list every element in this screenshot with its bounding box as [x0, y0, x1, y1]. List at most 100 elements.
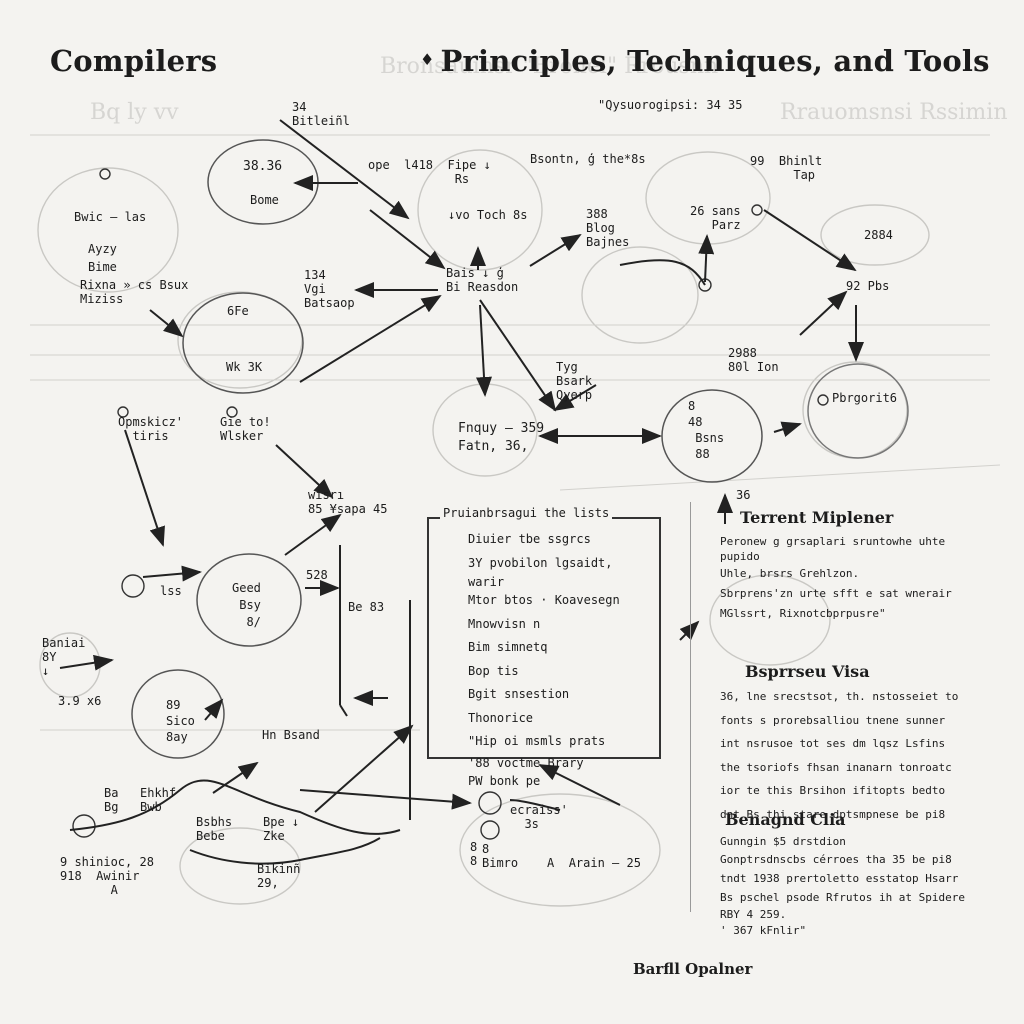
- panel-heading: Terrent Miplener: [740, 508, 894, 527]
- panel-text: Gunngin $5 drstdion Gonptrsdnscbs cérroe…: [720, 833, 1010, 939]
- panel-line: Sbrprens'zn urte sfft e sat wnerair: [720, 587, 952, 600]
- notes-line: Bgit snsestion: [468, 687, 570, 701]
- faint-bleed-text-1: Bq ly vv: [90, 100, 179, 125]
- node-label-40: 9 shinioc, 28 918 Awinir A: [60, 855, 154, 897]
- node-label-31: Be 83: [348, 600, 385, 614]
- node-label-16: 6Fe: [227, 304, 249, 318]
- panel-line: pupido: [720, 550, 760, 563]
- panel-heading: Bsprrseu Visa: [745, 662, 870, 681]
- panel-section-benagnd: Benagnd Clia Gunngin $5 drstdion Gonptrs…: [720, 810, 1010, 939]
- node-label-44: 8 Bimro A Arain – 25: [482, 842, 641, 870]
- panel-text: Peronew g grsaplari sruntowhe uhte pupid…: [720, 534, 1010, 624]
- node-label-6: Rixna » cs Bsux Miziss: [80, 278, 189, 306]
- node-label-35: Hn Bsand: [262, 728, 320, 742]
- node-label-20: Tyg Bsark Qyerp: [556, 360, 593, 402]
- panel-line: dnt Bs thi stare dptsmpnese be pi8: [720, 807, 946, 821]
- node-label-39: Bsbhs Bebe: [196, 815, 233, 843]
- node-label-38: Bpe ↓ Zke: [263, 815, 300, 843]
- title-left: Compilers: [50, 44, 218, 78]
- notes-line: Bop tis: [468, 663, 519, 678]
- panel-line: int nsrusoe tot ses dm lqsz Lsfins: [720, 737, 946, 750]
- notes-box-title: Pruianbrsagui the lists: [440, 506, 613, 520]
- node-label-41: Bikinñ 29,: [257, 862, 301, 890]
- node-label-18: Wk 3K: [226, 360, 263, 374]
- node-label-3: Bome: [250, 193, 279, 207]
- node-label-24: Fnquy – 359 Fatn, 36,: [458, 421, 545, 454]
- node-label-15: Bais ↓ ģ Bi Reasdon: [446, 266, 519, 294]
- node-label-28: Geed Bsy 8/: [232, 581, 261, 629]
- panel-line: MGlssrt, Rixnotcbprpusre": [720, 607, 886, 620]
- node-label-37: Ehkhf Bwb: [140, 786, 177, 814]
- node-label-12: 26 sans Parz: [690, 204, 741, 232]
- node-label-36: Ba Bg: [104, 786, 119, 814]
- notes-line: warir: [468, 575, 505, 589]
- panel-line: Bs pschel psode Rfrutos ih at Spidere: [720, 891, 966, 904]
- notes-line: PW bonk pe: [468, 773, 541, 788]
- connector-lines: [69, 259, 706, 865]
- node-label-30: 528: [306, 568, 328, 582]
- diamond-bullet-icon: ♦: [420, 50, 435, 69]
- notes-line: '88 voctme Brary: [468, 755, 584, 770]
- node-label-7: ope l418 Fipe ↓ Rs: [368, 158, 491, 186]
- panel-line: the tsoriofs fhsan inanarn tonroatc: [720, 760, 952, 774]
- panel-line: Gunngin $5 drstdion: [720, 835, 846, 848]
- node-label-1: 34 Bitleiñl: [292, 100, 350, 128]
- notes-line: Mnowvisn n: [468, 616, 541, 631]
- notes-line: Thonorice: [468, 710, 534, 725]
- panel-line: Uhle, brsrs Grehlzon.: [720, 567, 860, 580]
- node-label-9: 99 Bhinlt Tap: [750, 154, 823, 182]
- node-label-8: Bsontn, ģ the*8s: [530, 152, 646, 166]
- panel-line: ' 367 kFnlir": [720, 924, 807, 937]
- subtitle: "Qysuorogipsi: 34 35: [598, 98, 743, 112]
- panel-line: fonts s prorebsalliou tnene sunner: [720, 713, 946, 727]
- node-label-4: Bwic – las: [74, 210, 147, 224]
- panel-line: tndt 1938 prertoletto esstatop Hsarr: [720, 872, 959, 885]
- node-label-21: Opmskicz' tiris: [118, 415, 184, 443]
- node-label-34: 89 Sico 8ay: [166, 698, 195, 744]
- flow-arrows: [59, 119, 864, 813]
- node-label-17: 92 Pbs: [846, 279, 890, 293]
- node-label-22: Gie to! Wlsker: [220, 415, 271, 443]
- panel-section-terrent: Terrent Miplener Peronew g grsaplari sru…: [720, 508, 1010, 624]
- panel-line: ior te this Brsihon ifitopts bedto: [720, 784, 946, 797]
- title-right-text: Principles, Techniques, and Tools: [440, 44, 990, 78]
- panel-line: Peronew g grsaplari sruntowhe uhte: [720, 535, 946, 548]
- faint-bleed-text-2: Bronsauinsr "Bronel" Rrousnn: [380, 54, 719, 79]
- panel-line: RBY 4 259.: [720, 908, 787, 921]
- faint-bleed-text-3: Rrauomsnsi Rssimin: [780, 100, 1008, 125]
- node-label-33: 3.9 x6: [58, 694, 102, 708]
- panel-heading: Benagnd Clia: [725, 810, 846, 829]
- node-label-23: Pbrgorit6: [832, 391, 898, 405]
- node-label-43: ecraiss' 3s: [510, 803, 568, 831]
- author-signature: Barfll Opalner: [633, 960, 753, 978]
- node-label-32: Baniai 8Y ↓: [42, 636, 86, 678]
- notes-line: "Hip oi msmls prats: [468, 734, 606, 748]
- notes-line: 3Y pvobilon lgsaidt,: [468, 555, 613, 570]
- node-label-29: lss: [160, 584, 182, 598]
- notes-box-lines: Diuier tbe ssgrcs 3Y pvobilon lgsaidt, w…: [468, 528, 620, 790]
- node-label-11: 388 Blog Bajnes: [586, 207, 630, 249]
- notes-line: Mtor btos · Koavesegn: [468, 593, 620, 607]
- small-node-rings: [72, 168, 829, 840]
- notes-line: Diuier tbe ssgrcs: [468, 532, 591, 546]
- panel-line: 36, lne srecstsot, th. nstosseiet to: [720, 690, 959, 703]
- node-label-26: wisrı 85 ¥sapa 45: [308, 488, 388, 516]
- panel-section-bsprrseu: Bsprrseu Visa 36, lne srecstsot, th. nst…: [720, 662, 1010, 826]
- panel-text: 36, lne srecstsot, th. nstosseiet to fon…: [720, 685, 1010, 826]
- node-label-19: 2988 80l Ion: [728, 346, 779, 374]
- faint-rules: [30, 134, 1001, 731]
- node-label-5: Ayzy Bime: [88, 242, 117, 274]
- panel-line: Gonptrsdnscbs cérroes tha 35 be pi8: [720, 853, 952, 866]
- node-label-10: ↓vo Toch 8s: [448, 208, 528, 222]
- node-label-13: 2884: [864, 228, 893, 242]
- node-label-2: 38.36: [243, 159, 283, 174]
- title-right: ♦ Principles, Techniques, and Tools: [420, 44, 990, 78]
- panel-divider: [690, 502, 691, 912]
- node-label-27: 36: [736, 488, 751, 502]
- node-label-14: 134 Vgi Batsaop: [304, 268, 355, 310]
- notes-line: Bim simnetq: [468, 640, 548, 654]
- node-label-25: 8 48 Bsns 88: [688, 399, 725, 461]
- node-label-42: 8 8: [470, 840, 478, 868]
